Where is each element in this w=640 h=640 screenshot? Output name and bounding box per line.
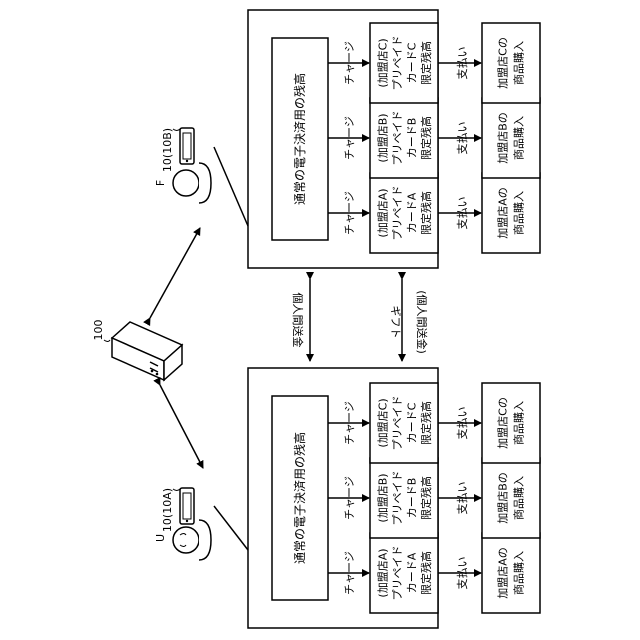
purchase-line: 商品購入 bbox=[512, 116, 526, 160]
panel-a: 通常の電子決済用の残高チャージ(加盟店A)プリペイドカードA限定残高支払い加盟店… bbox=[214, 368, 540, 628]
purchase-box bbox=[482, 173, 540, 253]
prepaid-card-line: プリペイド bbox=[391, 186, 404, 241]
arrow-server-device-a bbox=[160, 385, 203, 468]
purchase-line: 加盟店Cの bbox=[496, 37, 510, 89]
prepaid-card-line: プリペイド bbox=[391, 36, 404, 91]
device-label: 10(10A) bbox=[161, 488, 174, 532]
prepaid-card-line: 限定残高 bbox=[419, 551, 433, 595]
merchant-row: チャージ (加盟店A)プリペイドカードA限定残高 支払い 加盟店Aの商品購入 bbox=[328, 173, 540, 253]
person-icon bbox=[173, 520, 211, 560]
user-label: U bbox=[154, 534, 167, 542]
prepaid-card-line: 限定残高 bbox=[419, 191, 433, 235]
purchase-line: 加盟店Aの bbox=[496, 187, 510, 239]
purchase-line: 加盟店Bの bbox=[496, 472, 510, 524]
purchase-line: 加盟店Cの bbox=[496, 397, 510, 449]
purchase-line: 商品購入 bbox=[512, 191, 526, 235]
charge-label: チャージ bbox=[343, 116, 356, 160]
purchase-line: 加盟店Bの bbox=[496, 112, 510, 164]
purchase-line: 商品購入 bbox=[512, 41, 526, 85]
panel-leader-line bbox=[214, 147, 248, 226]
purchase-box bbox=[482, 533, 540, 613]
purchase-box bbox=[482, 98, 540, 178]
prepaid-card-line: プリペイド bbox=[391, 471, 404, 526]
purchase-box bbox=[482, 383, 540, 463]
charge-label: チャージ bbox=[343, 401, 356, 445]
arrow-server-device-b bbox=[150, 228, 200, 318]
purchase-box bbox=[482, 458, 540, 538]
p2p-transfer-label: 個人間送金 bbox=[291, 293, 305, 348]
prepaid-card-line: 限定残高 bbox=[419, 401, 433, 445]
merchant-row: チャージ (加盟店C)プリペイドカードC限定残高 支払い 加盟店Cの商品購入 bbox=[328, 383, 540, 463]
merchant-row: チャージ (加盟店A)プリペイドカードA限定残高 支払い 加盟店Aの商品購入 bbox=[328, 533, 540, 613]
purchase-line: 商品購入 bbox=[512, 401, 526, 445]
charge-label: チャージ bbox=[343, 41, 356, 85]
prepaid-card-line: プリペイド bbox=[391, 111, 404, 166]
pay-label: 支払い bbox=[455, 407, 469, 440]
prepaid-card-line: カードA bbox=[406, 552, 419, 593]
merchant-row: チャージ (加盟店B)プリペイドカードB限定残高 支払い 加盟店Bの商品購入 bbox=[328, 458, 540, 538]
pay-label: 支払い bbox=[455, 122, 469, 155]
pay-label: 支払い bbox=[455, 557, 469, 590]
user-label: F bbox=[154, 180, 167, 186]
merchant-row: チャージ (加盟店B)プリペイドカードB限定残高 支払い 加盟店Bの商品購入 bbox=[328, 98, 540, 178]
pay-label: 支払い bbox=[455, 47, 469, 80]
device-label-tick bbox=[173, 129, 180, 131]
pay-label: 支払い bbox=[455, 197, 469, 230]
prepaid-card-line: (加盟店C) bbox=[376, 398, 390, 447]
prepaid-card-line: プリペイド bbox=[391, 546, 404, 601]
user-a: 10(10A) U bbox=[154, 488, 211, 560]
prepaid-card-line: カードB bbox=[406, 478, 419, 519]
merchant-row: チャージ (加盟店C)プリペイドカードC限定残高 支払い 加盟店Cの商品購入 bbox=[328, 23, 540, 103]
user-b: 10(10B) F bbox=[154, 128, 211, 203]
person-icon bbox=[173, 163, 211, 203]
prepaid-card-line: 限定残高 bbox=[419, 476, 433, 520]
prepaid-card-line: 限定残高 bbox=[419, 41, 433, 85]
purchase-line: 加盟店Aの bbox=[496, 547, 510, 599]
prepaid-card-line: 限定残高 bbox=[419, 116, 433, 160]
prepaid-card-line: (加盟店A) bbox=[376, 188, 390, 237]
panel-leader-line bbox=[214, 506, 248, 550]
prepaid-card-line: カードC bbox=[406, 402, 419, 443]
prepaid-card-line: (加盟店C) bbox=[376, 38, 390, 87]
prepaid-card-line: プリペイド bbox=[391, 396, 404, 451]
gift-transfer-label-line2: (個人間送金) bbox=[415, 290, 429, 354]
device-label-tick bbox=[173, 489, 180, 491]
server-icon bbox=[112, 322, 182, 380]
pay-label: 支払い bbox=[455, 482, 469, 515]
charge-label: チャージ bbox=[343, 476, 356, 520]
purchase-line: 商品購入 bbox=[512, 476, 526, 520]
panel-b: 通常の電子決済用の残高チャージ(加盟店A)プリペイドカードA限定残高支払い加盟店… bbox=[214, 10, 540, 268]
prepaid-card-line: (加盟店B) bbox=[376, 473, 390, 522]
charge-label: チャージ bbox=[343, 551, 356, 595]
purchase-box bbox=[482, 23, 540, 103]
prepaid-card-line: (加盟店B) bbox=[376, 113, 390, 162]
charge-label: チャージ bbox=[343, 191, 356, 235]
smartphone-icon bbox=[180, 128, 194, 164]
smartphone-icon bbox=[180, 488, 194, 524]
balance-label: 通常の電子決済用の残高 bbox=[292, 73, 307, 205]
prepaid-card-line: (加盟店A) bbox=[376, 548, 390, 597]
prepaid-card-line: カードA bbox=[406, 192, 419, 233]
balance-label: 通常の電子決済用の残高 bbox=[292, 432, 307, 564]
server-label: 100 bbox=[92, 320, 105, 341]
device-label: 10(10B) bbox=[161, 128, 174, 172]
gift-transfer-label-line1: ギフト bbox=[389, 306, 402, 339]
prepaid-card-line: カードB bbox=[406, 118, 419, 159]
prepaid-card-line: カードC bbox=[406, 42, 419, 83]
purchase-line: 商品購入 bbox=[512, 551, 526, 595]
